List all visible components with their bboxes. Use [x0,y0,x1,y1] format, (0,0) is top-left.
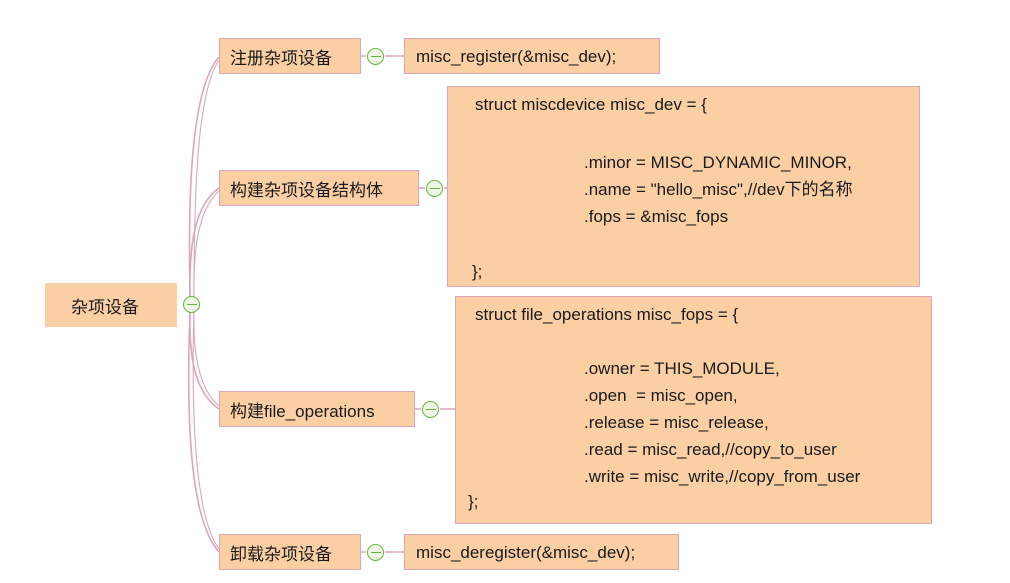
edge-root-to-branch-2 [189,187,220,299]
code-line: }; [472,262,483,281]
edge-root-to-branch-3 [189,311,220,410]
code-line: struct file_operations misc_fops = { [475,305,739,324]
code-block-miscdevice[interactable]: struct miscdevice misc_dev = { .minor = … [447,86,920,287]
code-line: misc_register(&misc_dev); [416,47,617,66]
code-line: .write = misc_write,//copy_from_user [584,467,861,486]
code-line: .read = misc_read,//copy_to_user [584,440,837,459]
branch-node-deregister-label: 卸载杂项设备 [230,544,332,564]
code-line: .release = misc_release, [584,413,769,432]
code-block-file-operations[interactable]: struct file_operations misc_fops = { .ow… [455,296,932,524]
root-collapse-toggle[interactable] [183,296,200,313]
branch-node-deregister[interactable]: 卸载杂项设备 [219,534,361,570]
code-line: .owner = THIS_MODULE, [584,359,780,378]
branch-miscdevice-collapse-toggle[interactable] [426,180,443,197]
edge-root-to-branch-3-b [193,309,220,407]
branch-node-file-operations[interactable]: 构建file_operations [219,391,415,427]
edge-root-to-branch-4-b [192,309,220,550]
code-line: misc_deregister(&misc_dev); [416,543,636,562]
branch-node-miscdevice-struct[interactable]: 构建杂项设备结构体 [219,170,419,206]
code-line: }; [468,492,479,511]
code-line: .minor = MISC_DYNAMIC_MINOR, [584,153,852,172]
branch-register-collapse-toggle[interactable] [367,48,384,65]
edge-root-to-branch-2-b [193,190,220,301]
branch-node-register[interactable]: 注册杂项设备 [219,38,361,74]
branch-node-file-operations-label: 构建file_operations [230,401,375,421]
code-block-misc-deregister[interactable]: misc_deregister(&misc_dev); [404,534,679,570]
code-line: struct miscdevice misc_dev = { [475,95,707,114]
code-line: .open = misc_open, [584,386,738,405]
edge-root-to-branch-1-b [193,59,220,301]
branch-file-operations-collapse-toggle[interactable] [422,401,439,418]
code-line: .fops = &misc_fops [584,207,729,226]
root-node-label: 杂项设备 [71,297,139,317]
branch-node-register-label: 注册杂项设备 [230,48,332,68]
branch-node-miscdevice-struct-label: 构建杂项设备结构体 [230,180,383,200]
code-block-misc-register[interactable]: misc_register(&misc_dev); [404,38,660,74]
code-line: .name = "hello_misc",//dev下的名称 [584,180,853,199]
edge-root-to-branch-1 [188,56,220,299]
edge-root-to-branch-4 [187,311,220,553]
root-node[interactable]: 杂项设备 [45,283,177,327]
branch-deregister-collapse-toggle[interactable] [367,544,384,561]
